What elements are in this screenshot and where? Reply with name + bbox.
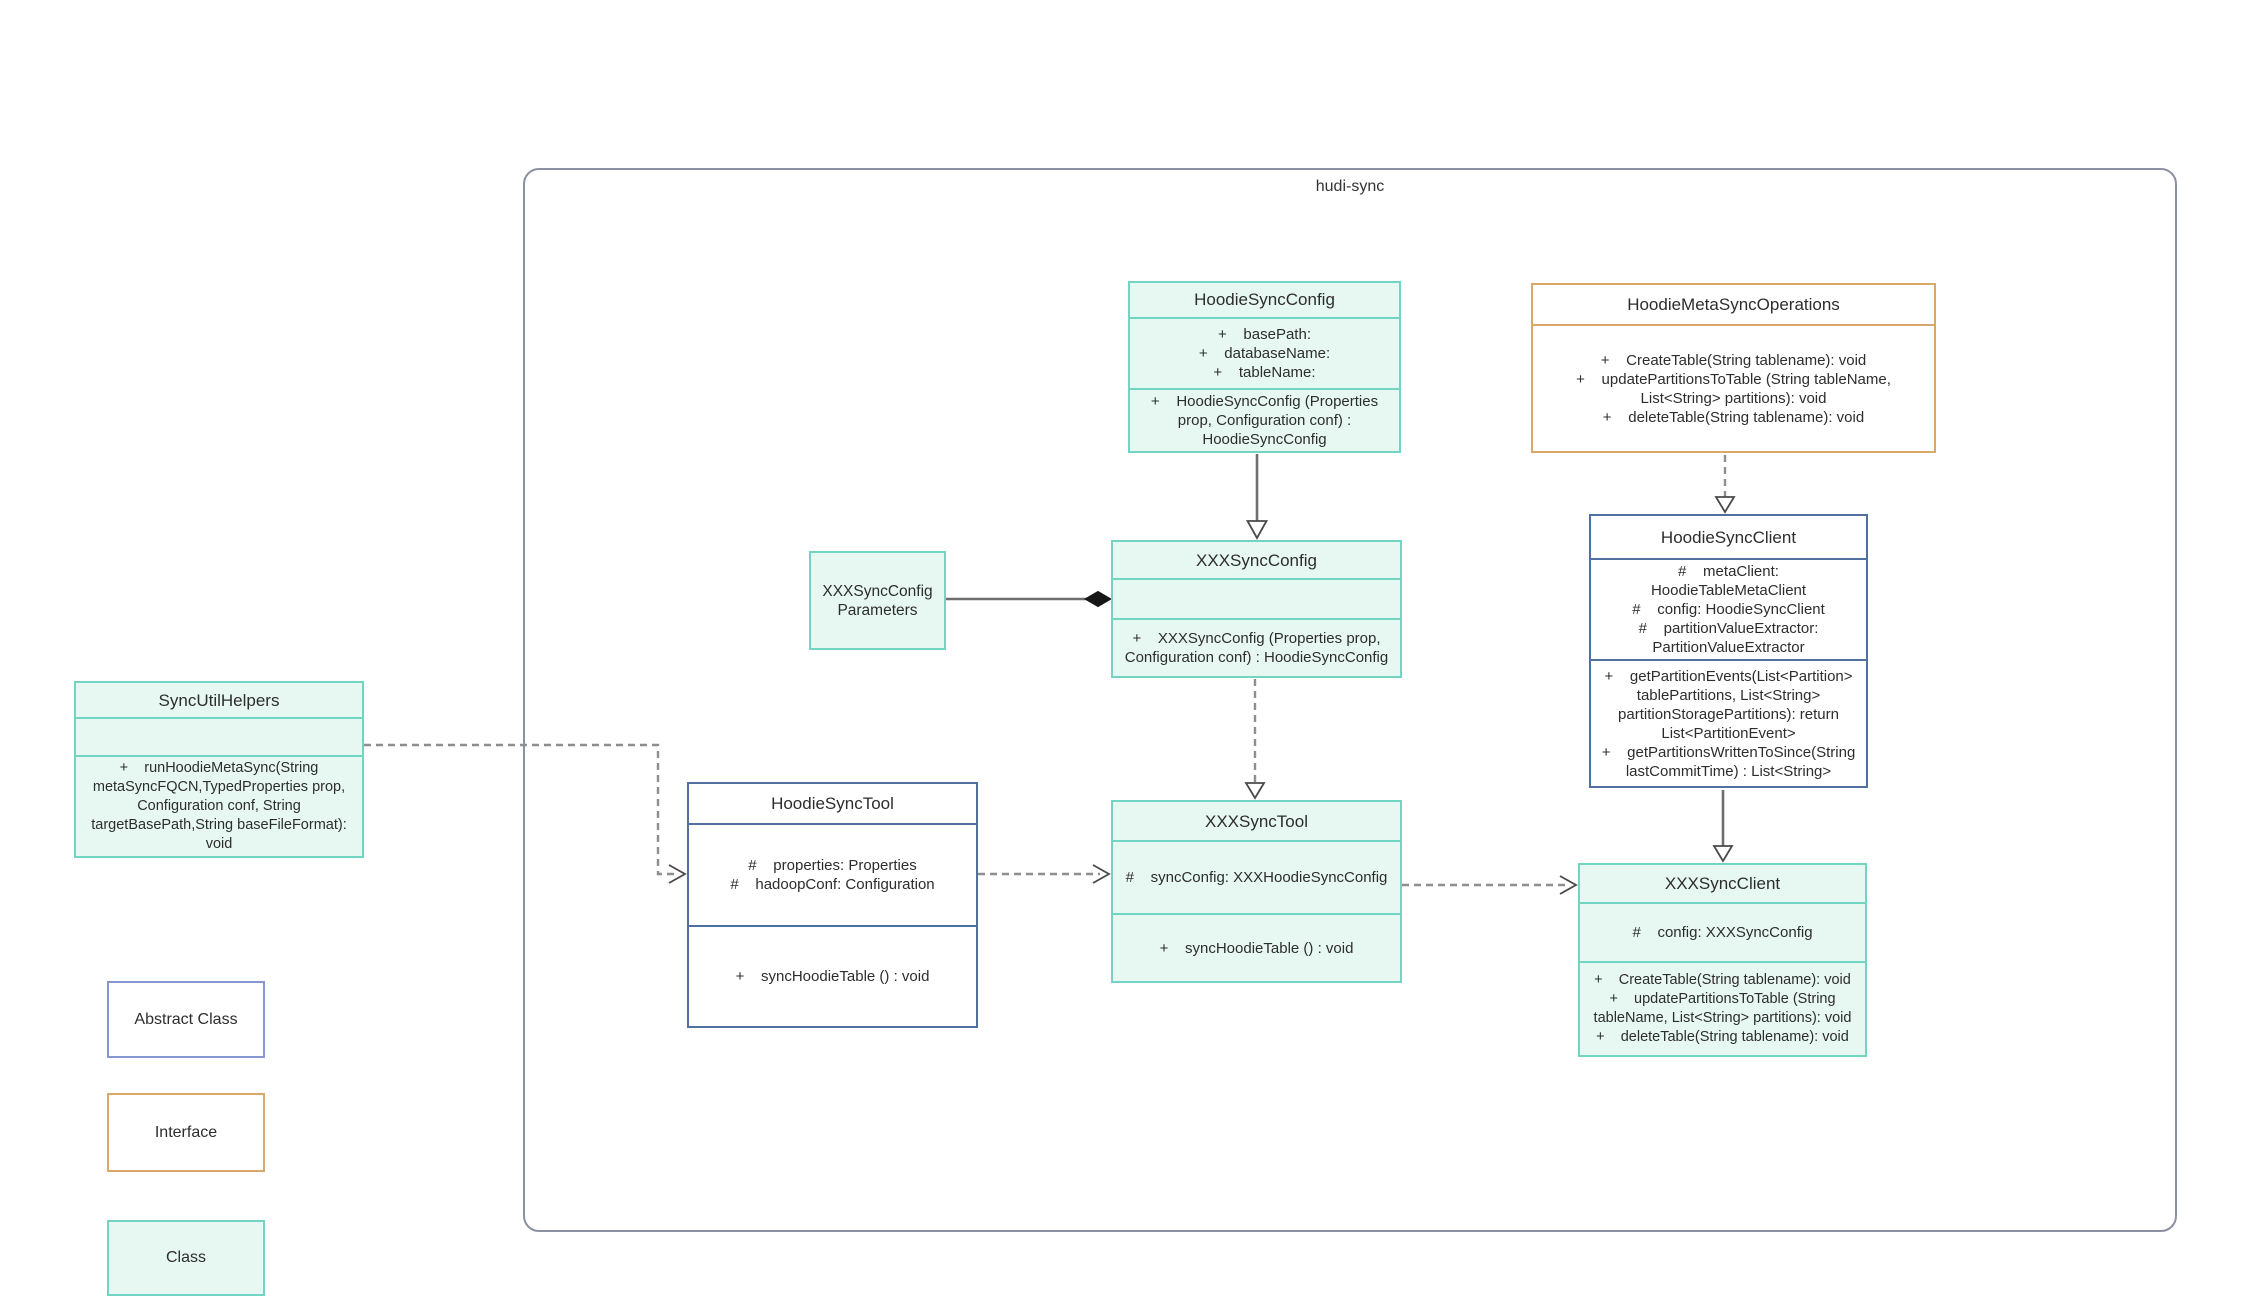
class-node-xxxsyncclient: XXXSyncClient # config: XXXSyncConfig + … <box>1578 863 1867 1057</box>
method-row: + getPartitionEvents(List<Partition> tab… <box>1604 667 1857 742</box>
field-row: # config: XXXSyncConfig <box>1632 924 1813 941</box>
package-label: hudi-sync <box>1315 178 1385 195</box>
class-node-xxxsyncconfigparameters: XXXSyncConfigParameters <box>809 551 946 650</box>
class-title: XXXSyncConfigParameters <box>822 582 933 619</box>
method-row: + XXXSyncConfig (Properties prop, Config… <box>1124 630 1389 666</box>
class-node-syncutilhelpers: SyncUtilHelpers + runHoodieMetaSync(Stri… <box>74 681 364 858</box>
field-row: + basePath: <box>1218 325 1311 343</box>
legend-class: Class <box>107 1220 265 1296</box>
field-row: # metaClient: HoodieTableMetaClient <box>1650 563 1807 599</box>
class-title: HoodieSyncClient <box>1591 516 1866 560</box>
interface-methods: + CreateTable(String tablename): void + … <box>1533 326 1934 451</box>
class-methods: + getPartitionEvents(List<Partition> tab… <box>1591 661 1866 786</box>
class-fields: + basePath: + databaseName: + tableName: <box>1130 319 1399 390</box>
method-row: + getPartitionsWrittenToSince(String las… <box>1601 743 1860 780</box>
field-row: # partitionValueExtractor: PartitionValu… <box>1638 620 1823 656</box>
field-row: # hadoopConf: Configuration <box>730 876 935 893</box>
class-methods: + HoodieSyncConfig (Properties prop, Con… <box>1130 390 1399 451</box>
class-fields: # metaClient: HoodieTableMetaClient # co… <box>1591 560 1866 661</box>
class-fields: # config: XXXSyncConfig <box>1580 904 1865 963</box>
class-title: HoodieSyncConfig <box>1130 283 1399 319</box>
class-node-xxxsyncconfig: XXXSyncConfig + XXXSyncConfig (Propertie… <box>1111 540 1402 678</box>
legend-label: Interface <box>154 1123 218 1141</box>
interface-node-hoodiemetasyncoperations: HoodieMetaSyncOperations + CreateTable(S… <box>1531 283 1936 453</box>
class-title: XXXSyncConfig <box>1113 542 1400 580</box>
method-row: + deleteTable(String tablename): void <box>1596 1029 1849 1045</box>
class-methods: + XXXSyncConfig (Properties prop, Config… <box>1113 620 1400 676</box>
abstract-class-node-hoodiesynctool: HoodieSyncTool # properties: Properties … <box>687 782 978 1028</box>
field-row: + databaseName: <box>1198 344 1331 362</box>
method-row: + runHoodieMetaSync(String metaSyncFQCN,… <box>91 760 351 852</box>
class-title: XXXSyncTool <box>1113 802 1400 842</box>
method-row: + syncHoodieTable () : void <box>1159 939 1354 957</box>
class-fields <box>76 719 362 757</box>
class-node-xxxsynctool: XXXSyncTool # syncConfig: XXXHoodieSyncC… <box>1111 800 1402 983</box>
method-row: + updatePartitionsToTable (String tableN… <box>1593 991 1852 1026</box>
class-title: SyncUtilHelpers <box>76 683 362 720</box>
method-row: + CreateTable(String tablename): void <box>1594 972 1851 988</box>
field-row: # config: HoodieSyncClient <box>1632 601 1825 618</box>
method-row: + deleteTable(String tablename): void <box>1602 408 1865 426</box>
class-fields: # syncConfig: XXXHoodieSyncConfig <box>1113 842 1400 915</box>
legend-interface: Interface <box>107 1093 265 1172</box>
package-boundary-hudi-sync <box>523 168 2177 1232</box>
legend-label: Class <box>165 1249 206 1266</box>
class-node-hoodiesyncconfig: HoodieSyncConfig + basePath: + databaseN… <box>1128 281 1401 453</box>
method-row: + CreateTable(String tablename): void <box>1600 351 1867 369</box>
method-row: + HoodieSyncConfig (Properties prop, Con… <box>1150 393 1383 448</box>
class-fields: # properties: Properties # hadoopConf: C… <box>689 825 976 927</box>
method-row: + syncHoodieTable () : void <box>735 968 930 985</box>
class-methods: + syncHoodieTable () : void <box>689 927 976 1026</box>
legend-abstract-class: Abstract Class <box>107 981 265 1058</box>
method-row: + updatePartitionsToTable (String tableN… <box>1576 370 1896 407</box>
legend-label: Abstract Class <box>134 1010 238 1028</box>
class-methods: + CreateTable(String tablename): void + … <box>1580 963 1865 1055</box>
class-title: HoodieSyncTool <box>689 784 976 825</box>
abstract-class-node-hoodiesyncclient: HoodieSyncClient # metaClient: HoodieTab… <box>1589 514 1868 788</box>
field-row: # properties: Properties <box>748 857 917 874</box>
class-methods: + syncHoodieTable () : void <box>1113 915 1400 981</box>
field-row: # syncConfig: XXXHoodieSyncConfig <box>1125 869 1388 886</box>
class-fields <box>1113 580 1400 620</box>
class-title: XXXSyncClient <box>1580 865 1865 904</box>
interface-title: HoodieMetaSyncOperations <box>1533 285 1934 326</box>
field-row: + tableName: <box>1213 363 1316 381</box>
class-methods: + runHoodieMetaSync(String metaSyncFQCN,… <box>76 757 362 856</box>
